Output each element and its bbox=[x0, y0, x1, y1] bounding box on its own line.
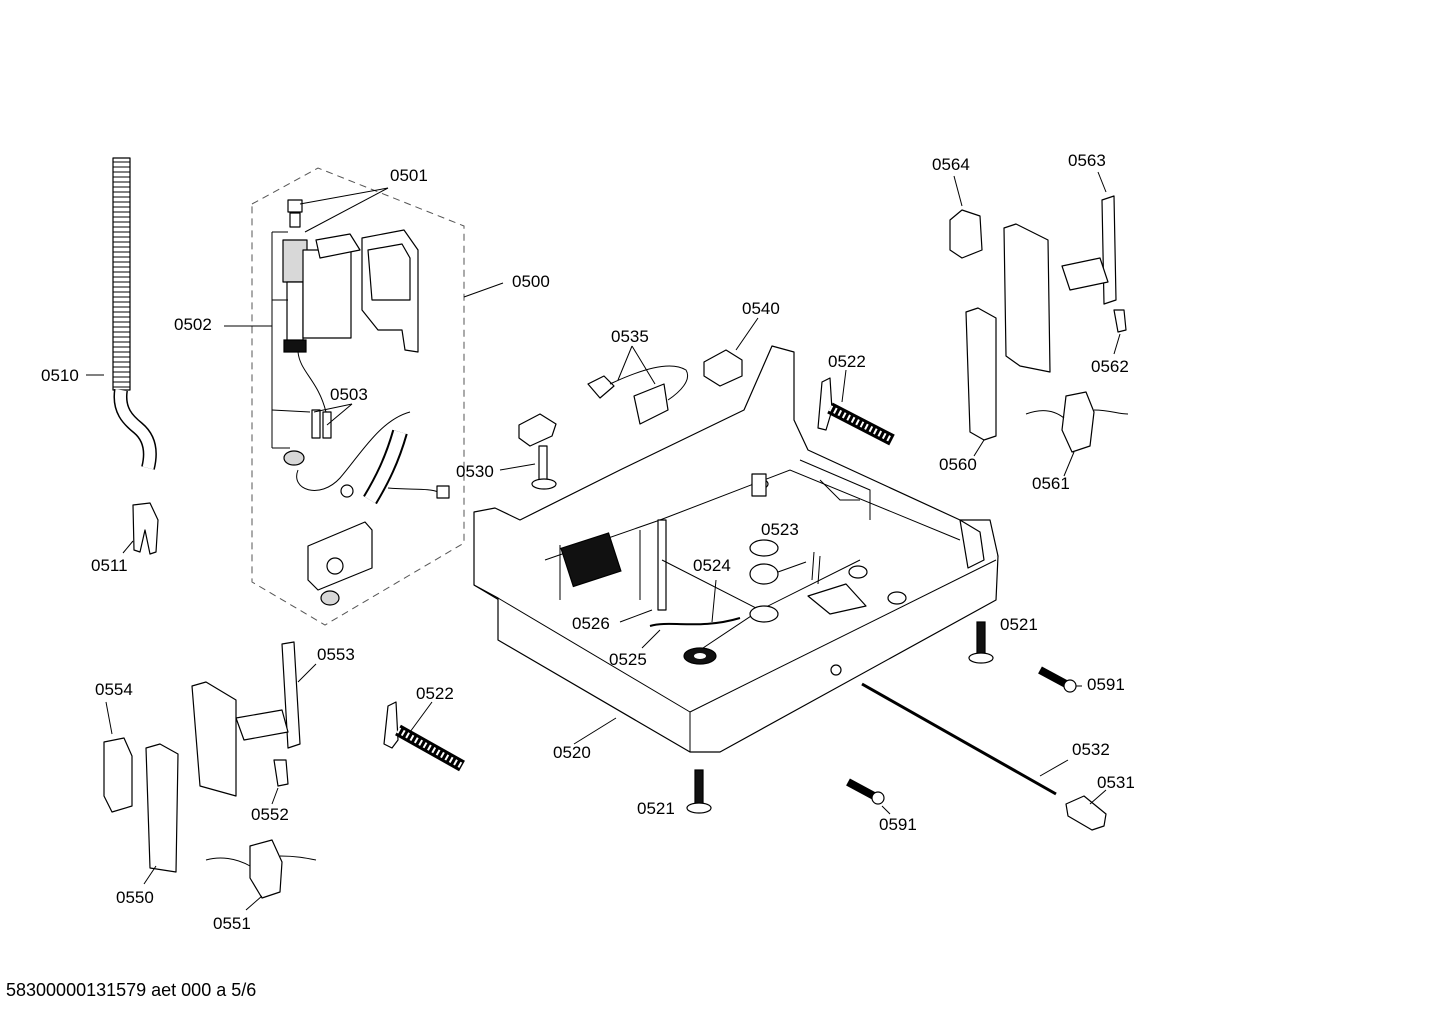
label-0503: 0503 bbox=[330, 385, 368, 404]
label-0550: 0550 bbox=[116, 888, 154, 907]
label-0520: 0520 bbox=[553, 743, 591, 762]
part-0522-spring-right bbox=[817, 369, 895, 446]
part-0553-bracket bbox=[235, 641, 317, 749]
part-0535-cable bbox=[587, 345, 688, 425]
part-0540-connector bbox=[703, 317, 759, 387]
label-0532: 0532 bbox=[1072, 740, 1110, 759]
part-0551-sensor bbox=[205, 839, 317, 911]
label-0563: 0563 bbox=[1068, 151, 1106, 170]
label-0591-right: 0591 bbox=[1087, 675, 1125, 694]
part-0561-sensor bbox=[1025, 391, 1129, 477]
part-0532-rod bbox=[861, 682, 1069, 796]
drawing-number: 58300000131579 aet 000 a 5/6 bbox=[6, 980, 257, 1000]
label-0522-right: 0522 bbox=[828, 352, 866, 371]
part-0552-clip bbox=[271, 759, 289, 805]
label-0561: 0561 bbox=[1032, 474, 1070, 493]
part-0591-screw-right bbox=[1038, 666, 1082, 693]
label-0521-right: 0521 bbox=[1000, 615, 1038, 634]
label-0535: 0535 bbox=[611, 327, 649, 346]
part-0511-clip bbox=[122, 502, 159, 555]
label-0525: 0525 bbox=[609, 650, 647, 669]
label-0553: 0553 bbox=[317, 645, 355, 664]
part-0554-cover bbox=[103, 701, 133, 813]
part-0563-bracket bbox=[1061, 171, 1117, 305]
label-0591-left: 0591 bbox=[879, 815, 917, 834]
label-0524: 0524 bbox=[693, 556, 731, 575]
part-0562-clip bbox=[1113, 309, 1127, 355]
label-0530: 0530 bbox=[456, 462, 494, 481]
part-0520-base bbox=[473, 345, 999, 753]
label-0531: 0531 bbox=[1097, 773, 1135, 792]
part-0550-bracket bbox=[143, 681, 237, 885]
part-0500-valve-assembly bbox=[224, 167, 504, 626]
part-labels: 0501 0500 0502 0503 0510 0511 0535 0540 … bbox=[41, 151, 1135, 933]
label-0554: 0554 bbox=[95, 680, 133, 699]
label-0562: 0562 bbox=[1091, 357, 1129, 376]
label-0540: 0540 bbox=[742, 299, 780, 318]
label-0564: 0564 bbox=[932, 155, 970, 174]
label-0560: 0560 bbox=[939, 455, 977, 474]
label-0522-left: 0522 bbox=[416, 684, 454, 703]
label-0511: 0511 bbox=[91, 556, 128, 575]
part-0560-bracket bbox=[965, 223, 1051, 457]
part-0521-foot-left bbox=[686, 769, 712, 814]
label-0551: 0551 bbox=[213, 914, 251, 933]
label-0501: 0501 bbox=[390, 166, 428, 185]
label-0521-left: 0521 bbox=[637, 799, 675, 818]
part-0564-cover bbox=[949, 175, 983, 259]
part-0531-cap bbox=[1065, 789, 1107, 831]
label-0523: 0523 bbox=[761, 520, 799, 539]
label-0552: 0552 bbox=[251, 805, 289, 824]
part-0591-screw-left bbox=[846, 778, 891, 815]
label-0502: 0502 bbox=[174, 315, 212, 334]
label-0526: 0526 bbox=[572, 614, 610, 633]
part-0530-switch bbox=[499, 413, 557, 490]
label-0510: 0510 bbox=[41, 366, 79, 385]
label-0500: 0500 bbox=[512, 272, 550, 291]
part-0510-hose bbox=[86, 157, 157, 470]
part-0521-foot-right bbox=[968, 621, 994, 664]
part-0522-spring-left bbox=[383, 701, 465, 772]
